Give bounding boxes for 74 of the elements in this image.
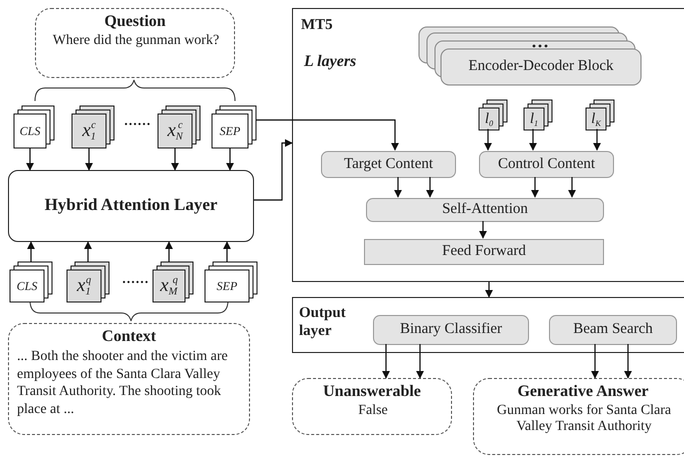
module-label: Self-Attention bbox=[441, 200, 529, 220]
module-label: Feed Forward bbox=[441, 242, 527, 262]
arrow bbox=[382, 344, 390, 379]
dashed-text-box bbox=[473, 378, 684, 455]
layer-label: Hybrid Attention Layer bbox=[44, 195, 218, 215]
module-box bbox=[479, 151, 614, 178]
arrow bbox=[479, 221, 487, 239]
dashed-text-box bbox=[8, 323, 250, 435]
arrow bbox=[568, 177, 576, 198]
arrow bbox=[416, 344, 424, 379]
token-card-stack bbox=[10, 262, 52, 302]
arrow bbox=[26, 148, 34, 171]
module-label: Control Content bbox=[496, 154, 596, 174]
arrow bbox=[171, 148, 179, 171]
token-card-stack bbox=[524, 100, 552, 130]
module-panel bbox=[292, 297, 684, 353]
token-label: l$_{0}$ bbox=[484, 110, 494, 130]
module-box bbox=[364, 239, 604, 265]
token-label: CLS bbox=[18, 123, 42, 140]
arrow bbox=[254, 139, 293, 201]
heading: Unanswerable bbox=[322, 383, 422, 402]
token-card-stack bbox=[72, 106, 114, 148]
module-label: Binary Classifier bbox=[398, 320, 504, 340]
token-card-stack bbox=[212, 106, 256, 148]
token-card-stack bbox=[14, 106, 54, 148]
token-label: SEP bbox=[218, 123, 242, 140]
body-text: Where did the gunman work? bbox=[52, 33, 220, 50]
token-card-stack bbox=[67, 262, 109, 302]
arrow bbox=[485, 282, 493, 298]
arrow bbox=[593, 129, 601, 151]
token-label: l$_{1}$ bbox=[528, 110, 540, 130]
token-card-stack bbox=[153, 262, 193, 302]
arrow bbox=[256, 119, 399, 151]
module-box bbox=[373, 315, 529, 345]
block-stack bbox=[419, 27, 641, 85]
module-label: Target Content bbox=[342, 154, 434, 174]
arrow bbox=[531, 177, 539, 198]
token-card-stack bbox=[479, 100, 507, 130]
dashed-text-box bbox=[292, 378, 452, 435]
token-card-stack bbox=[205, 262, 257, 302]
token-label: l$_{K}$ bbox=[590, 110, 602, 130]
dashed-text-box bbox=[35, 8, 235, 78]
arrow bbox=[624, 344, 632, 379]
panel-heading: MT5 bbox=[301, 17, 333, 34]
arrow bbox=[165, 241, 173, 262]
arrow bbox=[426, 177, 434, 198]
arrow bbox=[84, 241, 92, 262]
layer-count-label: L layers bbox=[304, 53, 356, 72]
block-label: Encoder-Decoder Block bbox=[467, 57, 615, 76]
token-card-stack bbox=[586, 100, 614, 130]
arrow bbox=[484, 129, 492, 151]
module-panel bbox=[292, 8, 684, 282]
module-box bbox=[366, 198, 604, 222]
heading: Question bbox=[103, 13, 167, 32]
arrow bbox=[85, 148, 93, 171]
arrow bbox=[27, 241, 35, 262]
token-card-stack bbox=[158, 106, 200, 148]
module-label: Beam Search bbox=[572, 320, 654, 340]
arrow bbox=[591, 344, 599, 379]
arrow bbox=[226, 148, 234, 171]
module-box bbox=[321, 151, 456, 178]
arrow bbox=[529, 129, 537, 151]
body-text: Gunman works for Santa Clara Valley Transit Authority bbox=[496, 403, 672, 436]
heading: Context bbox=[100, 328, 158, 346]
token-label: SEP bbox=[216, 278, 238, 295]
token-label: CLS bbox=[16, 278, 38, 295]
attention-layer-box bbox=[8, 170, 254, 242]
heading: Generative Answer bbox=[516, 383, 650, 402]
module-box bbox=[549, 315, 677, 345]
arrow bbox=[223, 241, 231, 262]
body-text: False bbox=[357, 403, 389, 420]
panel-heading: Output layer bbox=[299, 304, 347, 340]
arrow bbox=[394, 177, 402, 198]
body-text: ... Both the shooter and the victim are employees of the Santa Clara Valley Transit Authority. The shooting took place at ... bbox=[17, 348, 229, 418]
